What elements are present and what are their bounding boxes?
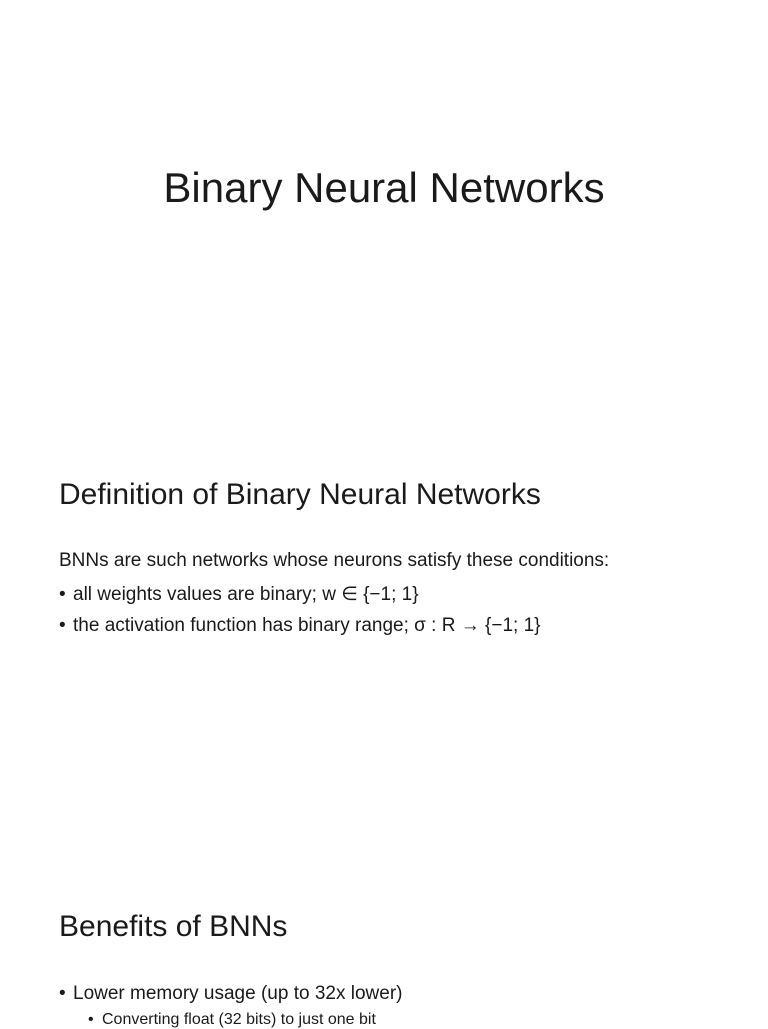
bullet-icon: • [59, 983, 66, 1004]
definition-intro: BNNs are such networks whose neurons sat… [59, 550, 610, 571]
definition-heading: Definition of Binary Neural Networks [59, 478, 541, 511]
bullet-icon: • [59, 615, 66, 636]
bullet-icon: • [59, 584, 66, 605]
bullet-text: all weights values are binary; w ∈ {−1; … [73, 584, 419, 605]
bullet-text: Lower memory usage (up to 32x lower) [73, 983, 403, 1004]
benefits-heading: Benefits of BNNs [59, 910, 288, 943]
subbullet-text: Converting float (32 bits) to just one b… [102, 1011, 376, 1028]
list-item: • all weights values are binary; w ∈ {−1;… [59, 583, 419, 606]
list-item: • Lower memory usage (up to 32x lower) [59, 983, 402, 1005]
bullet-icon: • [88, 1011, 94, 1028]
list-item: • the activation function has binary rang… [59, 615, 540, 637]
slide-title: Binary Neural Networks [163, 164, 605, 211]
bullet-text: the activation function has binary range… [73, 615, 541, 636]
list-item: • Converting float (32 bits) to just one … [88, 1011, 376, 1029]
